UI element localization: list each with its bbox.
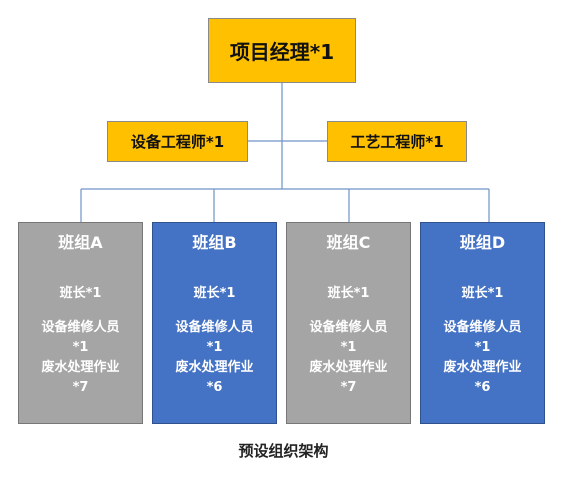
team-leader: 班长*1 bbox=[461, 286, 504, 301]
wastewater-staff-label: 废水处理作业 bbox=[309, 360, 388, 375]
team-name: 班组B bbox=[192, 233, 237, 252]
wastewater-staff-count: *7 bbox=[340, 380, 357, 395]
maintenance-staff-label: 设备维修人员 bbox=[175, 320, 254, 335]
project-manager-label: 项目经理*1 bbox=[229, 40, 335, 64]
process-engineer-box: 工艺工程师*1 bbox=[327, 121, 467, 162]
maintenance-staff-label: 设备维修人员 bbox=[309, 320, 388, 335]
team-name: 班组D bbox=[459, 233, 506, 252]
wastewater-staff-label: 废水处理作业 bbox=[41, 360, 120, 375]
wastewater-staff-label: 废水处理作业 bbox=[443, 360, 522, 375]
wastewater-staff-count: *7 bbox=[72, 380, 89, 395]
maintenance-staff-count: *1 bbox=[474, 340, 491, 355]
team-c-box: 班组C 班长*1 设备维修人员 *1 废水处理作业 *7 bbox=[286, 222, 411, 424]
maintenance-staff-count: *1 bbox=[206, 340, 223, 355]
team-name: 班组C bbox=[326, 233, 371, 252]
team-a-box: 班组A 班长*1 设备维修人员 *1 废水处理作业 *7 bbox=[18, 222, 143, 424]
maintenance-staff-count: *1 bbox=[72, 340, 89, 355]
diagram-caption: 预设组织架构 bbox=[238, 442, 329, 460]
project-manager-box: 项目经理*1 bbox=[208, 18, 356, 83]
equipment-engineer-label: 设备工程师*1 bbox=[130, 133, 225, 151]
team-leader: 班长*1 bbox=[193, 286, 236, 301]
maintenance-staff-count: *1 bbox=[340, 340, 357, 355]
team-b-box: 班组B 班长*1 设备维修人员 *1 废水处理作业 *6 bbox=[152, 222, 277, 424]
wastewater-staff-label: 废水处理作业 bbox=[175, 360, 254, 375]
wastewater-staff-count: *6 bbox=[206, 380, 223, 395]
wastewater-staff-count: *6 bbox=[474, 380, 491, 395]
team-name: 班组A bbox=[58, 233, 103, 252]
team-leader: 班长*1 bbox=[327, 286, 370, 301]
team-d-box: 班组D 班长*1 设备维修人员 *1 废水处理作业 *6 bbox=[420, 222, 545, 424]
process-engineer-label: 工艺工程师*1 bbox=[350, 133, 444, 151]
maintenance-staff-label: 设备维修人员 bbox=[41, 320, 120, 335]
team-leader: 班长*1 bbox=[59, 286, 102, 301]
maintenance-staff-label: 设备维修人员 bbox=[443, 320, 522, 335]
equipment-engineer-box: 设备工程师*1 bbox=[107, 121, 248, 162]
